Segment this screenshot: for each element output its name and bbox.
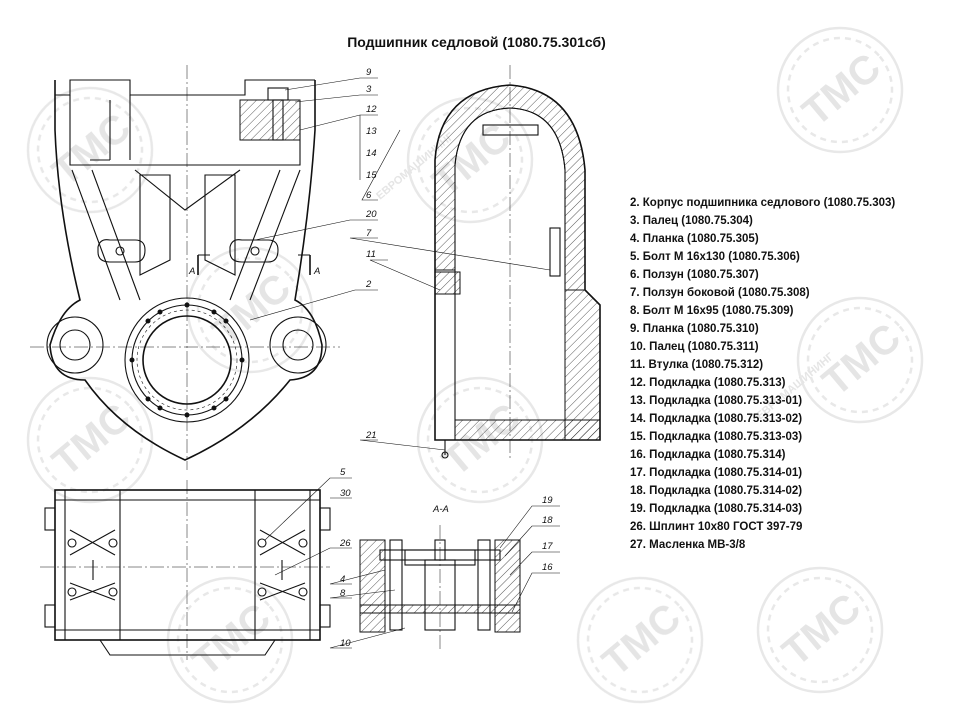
callout-label: 30 [340, 488, 351, 499]
callout-label: 16 [542, 562, 553, 573]
parts-list-item: 16. Подкладка (1080.75.314) [630, 449, 786, 461]
section-marker-a: А [188, 266, 195, 277]
callout-label: 21 [365, 430, 377, 441]
section-label: А-А [432, 504, 449, 515]
parts-list-item: 11. Втулка (1080.75.312) [630, 359, 764, 371]
bolt-holes [129, 302, 245, 418]
callout-label: 20 [365, 209, 377, 220]
parts-list-item: 2. Корпус подшипника седлового (1080.75.… [630, 197, 896, 209]
callout-label: 14 [366, 148, 377, 159]
callout-label: 2 [365, 279, 372, 290]
parts-list-item: 18. Подкладка (1080.75.314-02) [630, 485, 803, 497]
parts-list-item: 14. Подкладка (1080.75.313-02) [630, 413, 803, 425]
parts-list-item: 7. Ползун боковой (1080.75.308) [630, 287, 810, 299]
callout-label: 4 [340, 574, 345, 585]
parts-list-item: 8. Болт М 16х95 (1080.75.309) [630, 305, 794, 317]
parts-list-item: 3. Палец (1080.75.304) [630, 215, 753, 227]
callout-label: 5 [340, 467, 346, 478]
parts-list-item: 5. Болт М 16х130 (1080.75.306) [630, 251, 800, 263]
callout-label: 9 [366, 67, 372, 78]
section-view-a-a: А-А [359, 504, 521, 650]
callout-label: 19 [542, 495, 553, 506]
parts-list-item: 4. Планка (1080.75.305) [630, 233, 759, 245]
drawing-title: Подшипник седловой (1080.75.301сб) [347, 34, 606, 50]
parts-list-item: 27. Масленка МВ-3/8 [630, 539, 746, 551]
parts-list-item: 9. Планка (1080.75.310) [630, 323, 759, 335]
side-view [434, 65, 601, 460]
callout-label: 12 [366, 104, 377, 115]
callout-label: 26 [339, 538, 351, 549]
parts-list-item: 6. Ползун (1080.75.307) [630, 269, 759, 281]
parts-list-item: 19. Подкладка (1080.75.314-03) [630, 503, 803, 515]
callout-label: 11 [366, 249, 376, 260]
section-marker-a: А [313, 266, 320, 277]
callout-label: 13 [366, 126, 377, 137]
parts-list: 2. Корпус подшипника седлового (1080.75.… [630, 194, 895, 554]
parts-list-item: 17. Подкладка (1080.75.314-01) [630, 467, 803, 479]
callout-label: 6 [366, 190, 372, 201]
callout-leaders [249, 77, 560, 649]
front-view: А А [30, 65, 340, 470]
callout-label: 10 [340, 638, 351, 649]
callout-label: 17 [542, 541, 553, 552]
callout-numbers: 9 3 12 13 14 15 6 20 7 11 2 21 5 30 26 4… [339, 67, 553, 649]
callout-label: 7 [366, 228, 372, 239]
callout-label: 3 [366, 84, 372, 95]
parts-list-item: 15. Подкладка (1080.75.313-03) [630, 431, 803, 443]
parts-list-item: 12. Подкладка (1080.75.313) [630, 377, 786, 389]
callout-label: 8 [340, 588, 346, 599]
callout-label: 18 [542, 515, 553, 526]
parts-list-item: 26. Шплинт 10х80 ГОСТ 397-79 [630, 521, 803, 533]
callout-label: 15 [366, 170, 377, 181]
parts-list-item: 10. Палец (1080.75.311) [630, 341, 759, 353]
parts-list-item: 13. Подкладка (1080.75.313-01) [630, 395, 803, 407]
plan-view [40, 480, 331, 660]
